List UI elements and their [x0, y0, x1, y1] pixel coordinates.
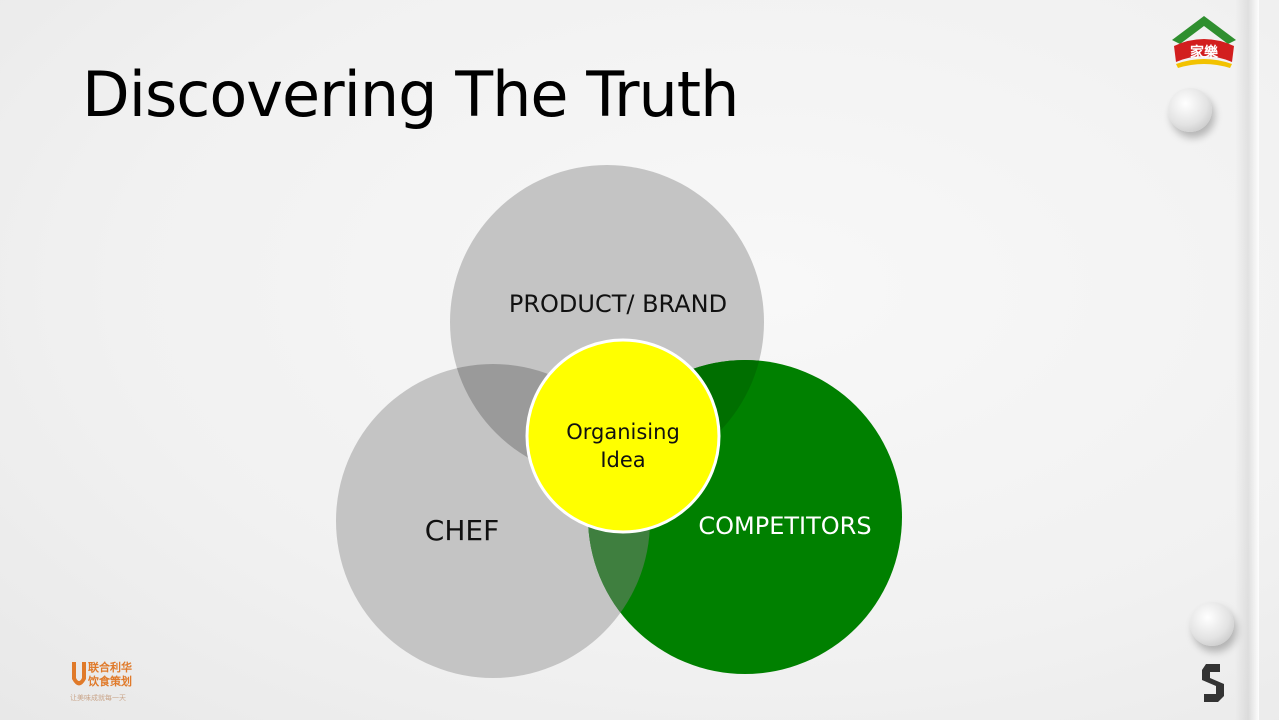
knorr-logo-text: 家樂: [1190, 44, 1219, 61]
s-logo-icon: [1202, 664, 1224, 702]
organising-idea-line2: Idea: [600, 448, 646, 472]
slide-title: Discovering The Truth: [82, 58, 739, 131]
product-brand-label: PRODUCT/ BRAND: [508, 290, 728, 318]
competitors-label: COMPETITORS: [698, 512, 872, 540]
venn-circle-organising-idea: [525, 338, 721, 534]
paper-edge: [1235, 0, 1259, 720]
footer-tagline: 让美味成就每一天: [70, 694, 126, 702]
organising-idea-line1: Organising: [566, 420, 680, 444]
footer-brand-text: 联合利华 饮食策划: [88, 661, 132, 689]
chef-label: CHEF: [424, 514, 500, 547]
knorr-logo: 家樂: [1172, 16, 1236, 68]
pushpin-icon: [1168, 88, 1212, 132]
footer-brand-line2: 饮食策划: [88, 675, 132, 688]
footer-brand-line1: 联合利华: [88, 661, 132, 674]
organising-idea-label: Organising Idea: [548, 418, 698, 474]
unilever-u-icon: [72, 662, 86, 686]
pushpin-icon: [1190, 602, 1234, 646]
